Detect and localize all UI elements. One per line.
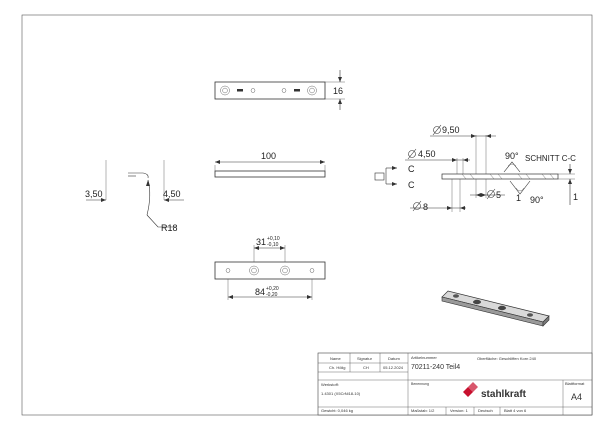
brand-logo-icon [463, 382, 478, 397]
drawing-border [21, 14, 593, 416]
surface-label: Oberfläche: Geschliffen Korn 240 [477, 356, 537, 361]
top-view: 16 [214, 70, 345, 110]
hole-view: 31 +0,10 -0,10 84 +0,20 -0,20 [214, 236, 326, 300]
scale: Maßstab: 1/2 [411, 408, 435, 413]
dim-dia-outer: 8 [423, 202, 428, 212]
dim-radius: R18 [161, 223, 178, 233]
designation-label: Benennung [411, 382, 429, 386]
format-value: A4 [571, 392, 582, 402]
version: Version: 1 [450, 408, 469, 413]
material-value: 1.4301 (X5CrNi18-10) [321, 391, 361, 396]
dim-spacing-outer: 84 [255, 287, 265, 297]
drawn-by: Ch. Hölig [329, 365, 345, 370]
article-value: 70211-240 Teil4 [411, 364, 460, 371]
edge-detail: 3,50 4,50 R18 [85, 160, 184, 233]
angle-top: 90° [505, 151, 519, 161]
hdr-name: Name [330, 356, 341, 361]
angle-bottom: 90° [530, 195, 544, 205]
dim-height: 16 [333, 86, 343, 96]
dim-left: 3,50 [85, 189, 103, 199]
article-label: Artikelnummer [411, 355, 437, 360]
sheet: Blatt 4 von 6 [504, 408, 527, 413]
side-view: 100 [214, 151, 326, 178]
title-block: Name Signatur Datum Ch. Hölig CH 05.12.2… [317, 352, 593, 416]
dim-dia-head: 9,50 [442, 125, 460, 135]
tol-inner-lower: -0,10 [267, 242, 279, 248]
dim-1a: 1 [516, 193, 521, 203]
tol-outer-upper: +0,20 [266, 286, 279, 292]
brand-name: stahlkraft [481, 389, 527, 400]
weight: Gewicht: 0,046 kg [321, 408, 353, 413]
dim-right: 4,50 [163, 189, 181, 199]
cut-label-top: C [408, 164, 415, 174]
material-label: Werkstoff: [321, 382, 339, 387]
hdr-signature: Signatur [357, 356, 373, 361]
section-view: C C 9,50 4,50 8 5 90° SCHN [374, 124, 578, 212]
tol-outer-lower: -0,20 [266, 292, 278, 298]
isometric-view [441, 290, 550, 327]
dim-length: 100 [261, 151, 276, 161]
drawn-sig: CH [363, 365, 369, 370]
section-title: SCHNITT C-C [525, 154, 576, 163]
dim-dia-small: 5 [496, 190, 501, 200]
cut-label-bottom: C [408, 180, 415, 190]
language: Deutsch [478, 408, 493, 413]
dim-dia-shaft: 4,50 [418, 149, 436, 159]
dim-spacing-inner: 31 [256, 237, 266, 247]
drawn-date: 05.12.2024 [383, 365, 404, 370]
dim-1b: 1 [573, 192, 578, 202]
format-label: Blattformat [565, 381, 585, 386]
hdr-date: Datum [388, 356, 400, 361]
tol-inner-upper: +0,10 [267, 236, 280, 242]
